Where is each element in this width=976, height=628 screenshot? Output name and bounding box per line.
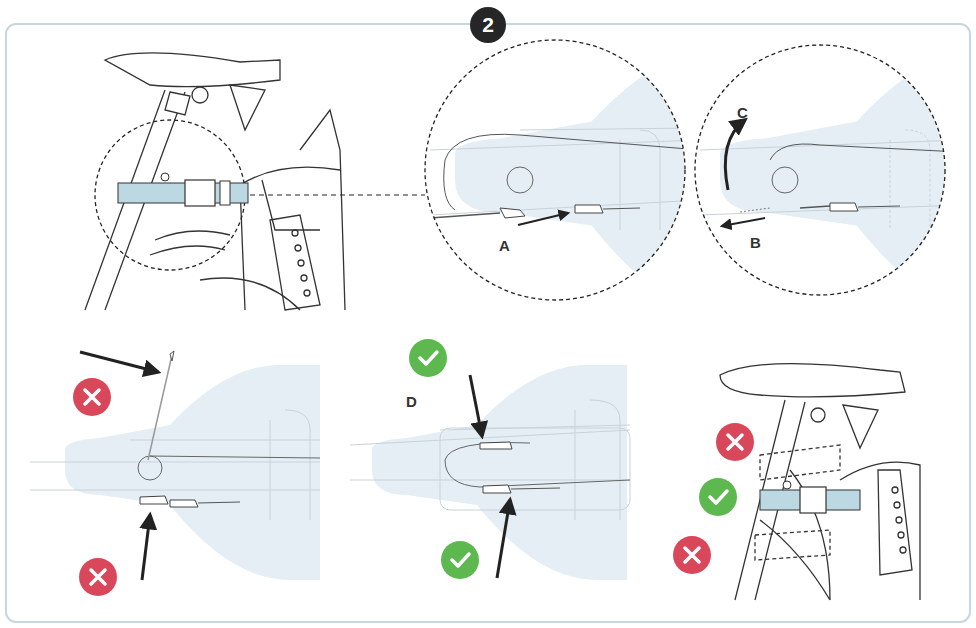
bike-side-view [720,364,920,600]
saddle-wrong [30,351,320,580]
arrow-c [725,120,745,190]
step-badge: 2 [470,7,506,43]
detail-circle [695,45,945,295]
arrow-a [518,213,568,225]
zoom-leader [250,194,425,195]
callout-letter: C [737,105,748,120]
correct-icon [699,478,737,516]
wrong-icon [673,536,711,574]
callout-letter: D [406,394,417,409]
pointer-arrow [142,515,150,580]
strap [118,173,248,206]
strap [760,481,860,513]
bike-side-view [85,53,345,310]
saddle-correct [350,365,630,580]
arrow-b [722,218,765,226]
wrong-icon [73,378,111,416]
pointer-arrow [470,375,482,436]
panel-frame [6,24,970,622]
pointer-arrow [497,500,510,578]
saddle-top-view [700,43,976,323]
callout-letter: B [750,235,761,250]
step-number: 2 [482,13,494,37]
pointer-arrow [80,352,158,372]
wrong-icon [716,423,754,461]
correct-icon [409,339,447,377]
callout-letter: A [499,238,510,253]
correct-icon [441,541,479,579]
detail-circle [425,40,685,300]
wrong-icon [79,558,117,596]
